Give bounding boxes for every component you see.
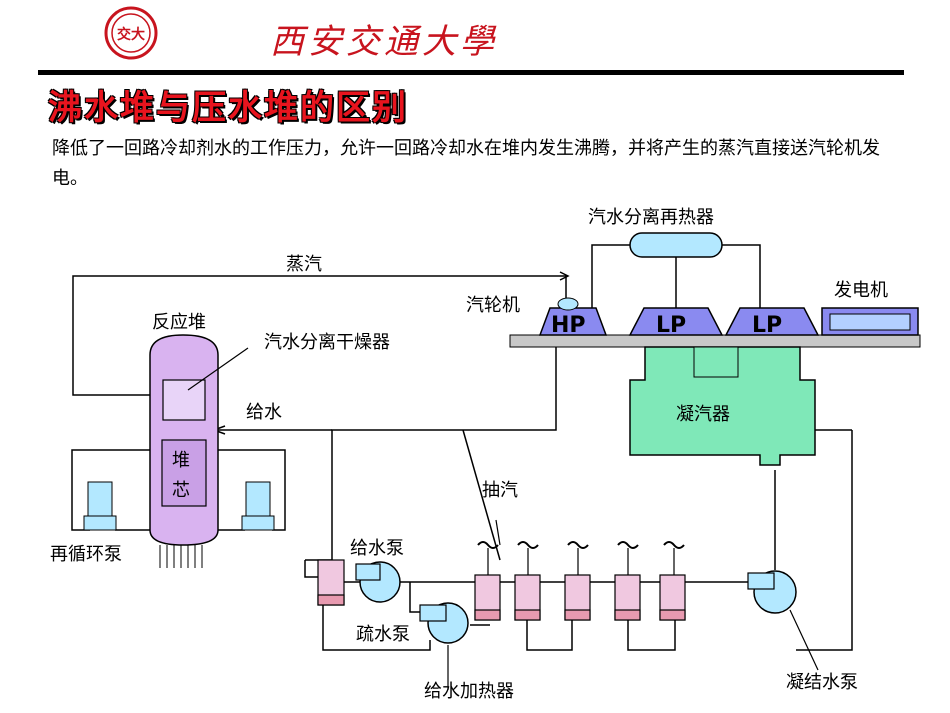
drain-pump xyxy=(419,602,469,644)
label-core-bottom: 芯 xyxy=(172,480,190,501)
page-title: 沸水堆与压水堆的区别 xyxy=(48,88,408,128)
logo-text: 交大 xyxy=(117,26,145,43)
label-generator: 发电机 xyxy=(834,280,888,301)
label-hp: HP xyxy=(551,313,586,338)
university-name: 西安交通大學 xyxy=(270,22,498,62)
lp-turbine-1 xyxy=(628,307,724,336)
header-divider xyxy=(38,70,904,75)
feed-pump xyxy=(355,561,401,603)
steam-wave-icon xyxy=(477,541,685,575)
label-moisture-separator-reheater: 汽水分离再热器 xyxy=(588,207,714,228)
label-drain-pump: 疏水泵 xyxy=(356,624,410,645)
reactor-core xyxy=(161,439,207,507)
label-extraction-steam: 抽汽 xyxy=(482,480,518,501)
moisture-separator-reheater xyxy=(629,232,723,258)
description-text: 降低了一回路冷却剂水的工作压力，允许一回路冷却水在堆内发生沸腾，并将产生的蒸汽直… xyxy=(52,138,880,189)
label-feed-heater: 给水加热器 xyxy=(424,681,514,702)
reactor-vessel xyxy=(149,334,219,568)
condensate-pump xyxy=(747,570,797,614)
label-feedwater: 给水 xyxy=(246,402,282,423)
recirc-pump-right xyxy=(241,481,275,531)
label-lp2: LP xyxy=(752,313,782,338)
label-lp1: LP xyxy=(656,313,686,338)
lp-turbine-2 xyxy=(724,307,820,336)
university-seal-icon: 交大 xyxy=(104,6,158,60)
label-recirc-pump: 再循环泵 xyxy=(50,544,122,565)
label-core-top: 堆 xyxy=(172,450,190,471)
label-condensate-pump: 凝结水泵 xyxy=(786,672,858,693)
label-steam: 蒸汽 xyxy=(286,254,322,275)
label-reactor: 反应堆 xyxy=(152,312,206,333)
label-turbine: 汽轮机 xyxy=(466,295,520,316)
hp-turbine xyxy=(538,307,608,336)
label-condenser: 凝汽器 xyxy=(676,404,730,425)
recirc-pump-left xyxy=(83,481,117,531)
feed-heater-group xyxy=(317,559,686,621)
label-feed-pump: 给水泵 xyxy=(350,538,404,559)
condenser xyxy=(629,346,816,466)
label-steam-separator-dryer: 汽水分离干燥器 xyxy=(264,332,390,353)
